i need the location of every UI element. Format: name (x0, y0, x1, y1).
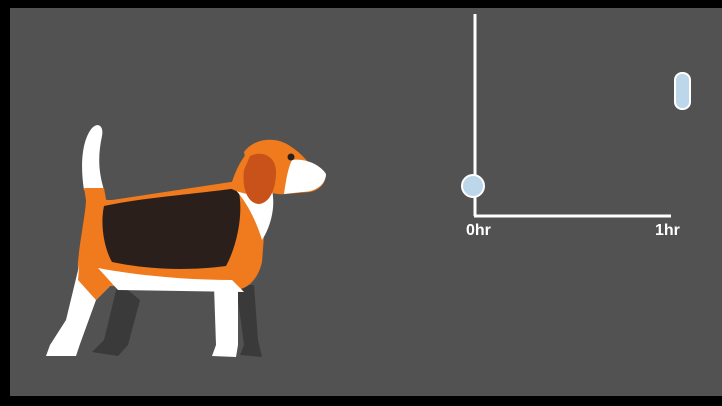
timeline-knob (462, 175, 484, 197)
capsule-marker-icon (675, 73, 690, 109)
timeline-end-label: 1hr (655, 222, 680, 240)
timeline-start-label: 0hr (466, 222, 491, 240)
